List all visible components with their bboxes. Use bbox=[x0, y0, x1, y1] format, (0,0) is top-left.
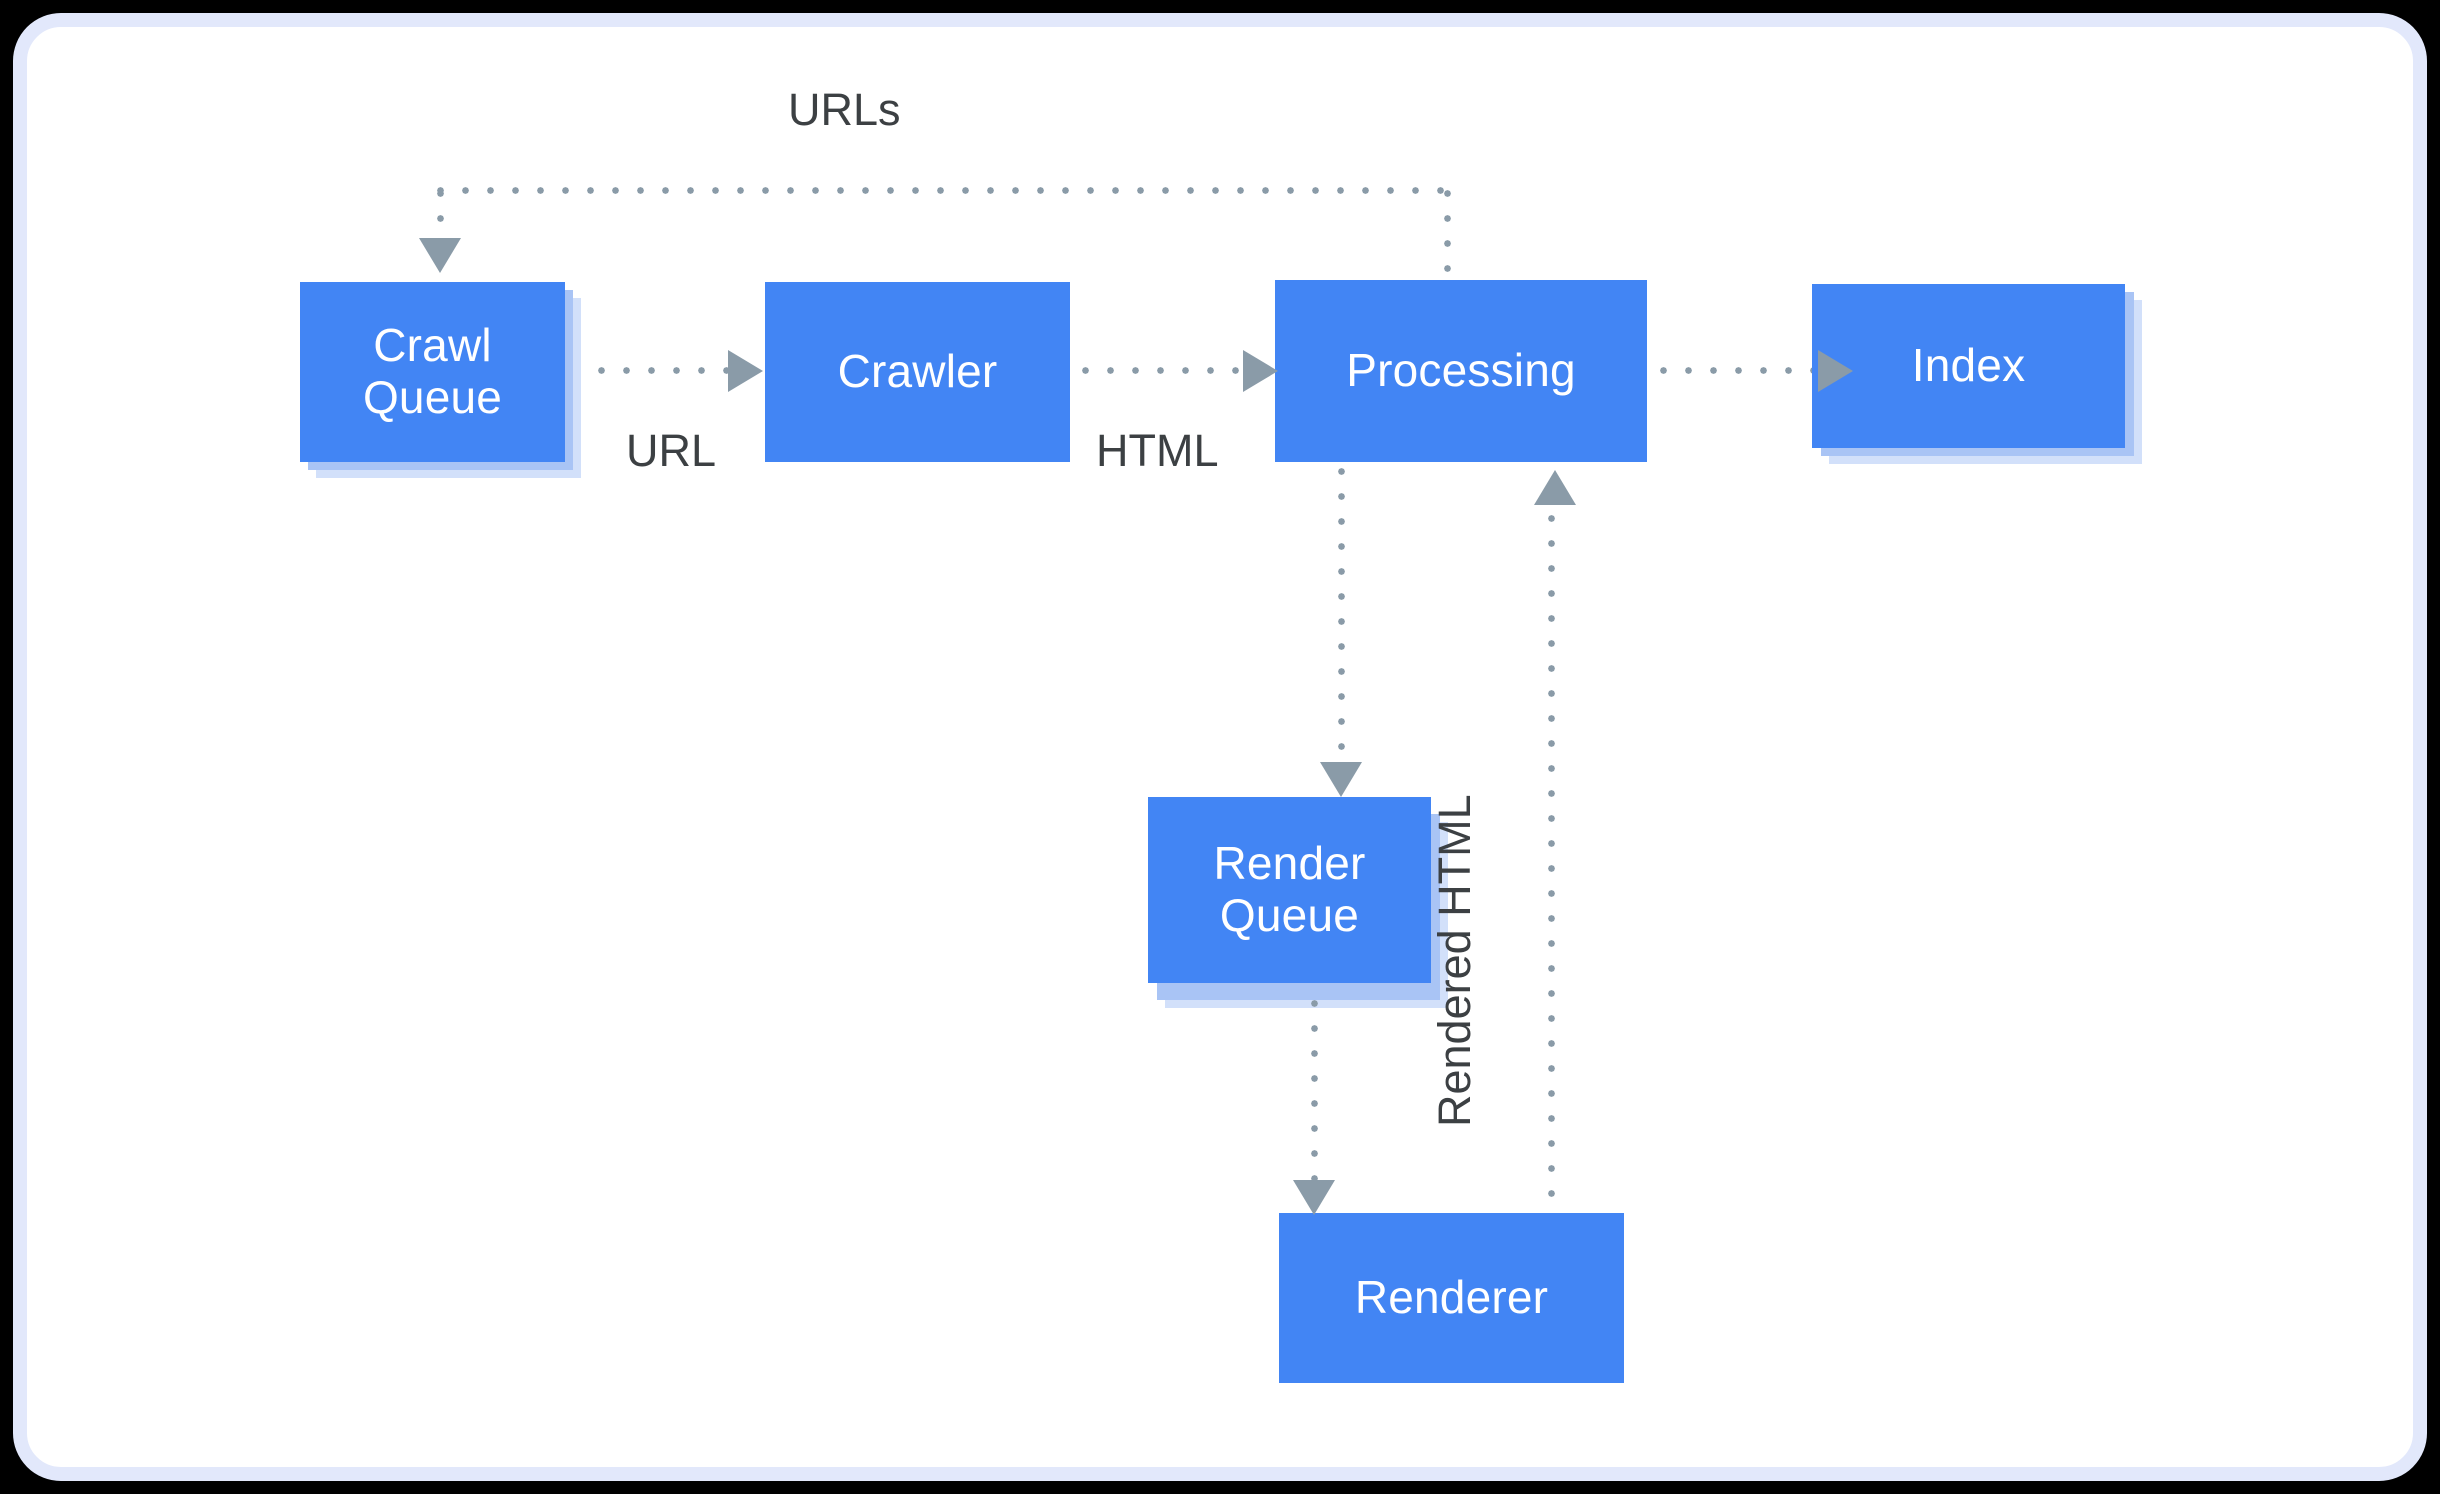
urls-edge-segment-up bbox=[1444, 190, 1451, 280]
edge-label-urls: URLs bbox=[788, 84, 901, 135]
html-edge-line bbox=[1082, 367, 1254, 374]
rendered-html-edge-line bbox=[1548, 490, 1555, 1215]
index-edge-arrowhead bbox=[1818, 350, 1853, 392]
node-render-queue[interactable]: Render Queue bbox=[1148, 797, 1431, 983]
rendered-html-edge-arrowhead bbox=[1534, 470, 1576, 505]
renderer-edge-line bbox=[1311, 1000, 1318, 1190]
index-edge-line bbox=[1660, 367, 1828, 374]
render-queue-edge-arrowhead bbox=[1320, 762, 1362, 797]
html-edge-arrowhead bbox=[1243, 350, 1278, 392]
edge-label-url: URL bbox=[626, 425, 717, 476]
edge-label-rendered-html: Rendered HTML bbox=[1429, 794, 1480, 1127]
node-crawler[interactable]: Crawler bbox=[765, 282, 1070, 462]
edge-label-html: HTML bbox=[1096, 425, 1219, 476]
render-queue-edge-line bbox=[1338, 468, 1345, 773]
urls-edge-segment-down bbox=[437, 190, 444, 250]
url-edge-line bbox=[598, 367, 736, 374]
renderer-edge-arrowhead bbox=[1293, 1180, 1335, 1215]
url-edge-arrowhead bbox=[728, 350, 763, 392]
urls-edge-segment-across bbox=[437, 187, 1449, 194]
node-crawl-queue[interactable]: Crawl Queue bbox=[300, 282, 565, 462]
diagram-frame bbox=[13, 13, 2427, 1481]
node-processing[interactable]: Processing bbox=[1275, 280, 1647, 462]
node-renderer[interactable]: Renderer bbox=[1279, 1213, 1624, 1383]
urls-edge-arrowhead bbox=[419, 238, 461, 273]
node-index[interactable]: Index bbox=[1812, 284, 2125, 448]
